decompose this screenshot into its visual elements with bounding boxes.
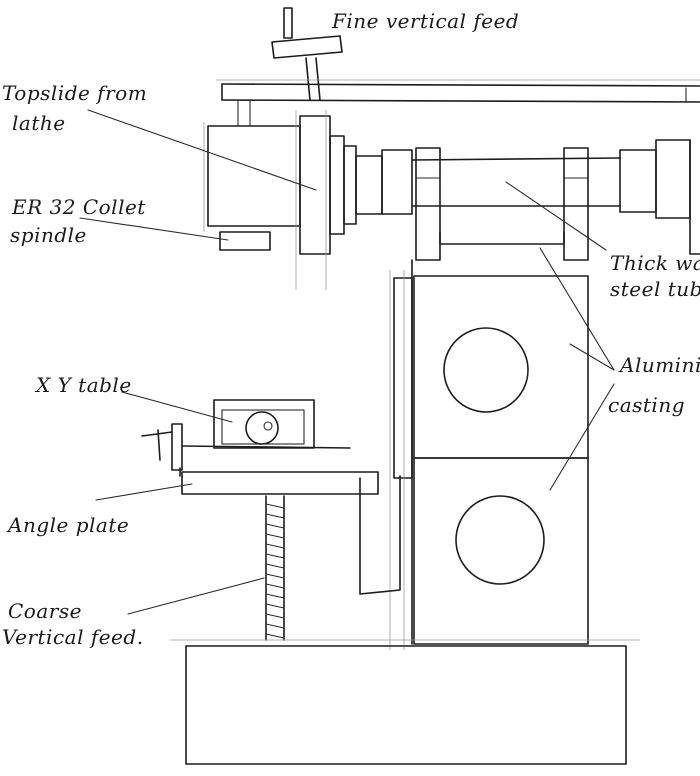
top-rail xyxy=(216,79,700,127)
angle-plate xyxy=(179,467,401,595)
label-aluminium-line2: casting xyxy=(608,393,685,417)
label-collet-line1: ER 32 Collet xyxy=(11,195,146,219)
label-angle-plate: Angle plate xyxy=(6,513,129,537)
xy-table xyxy=(141,399,351,471)
collet-spindle xyxy=(219,135,413,251)
label-xy-table: X Y table xyxy=(34,373,132,397)
aluminium-casting xyxy=(411,259,589,645)
thick-wall-steel-tube xyxy=(411,139,700,261)
label-thick-wall-line2: steel tub xyxy=(610,277,700,301)
label-topslide-line2: lathe xyxy=(12,111,66,135)
leader-lines xyxy=(79,109,615,615)
label-thick-wall-line1: Thick wa xyxy=(610,251,700,275)
label-topslide-line1: Topslide from xyxy=(2,81,147,105)
label-collet-line2: spindle xyxy=(10,223,87,247)
column-slide xyxy=(389,270,413,650)
machine-base xyxy=(170,639,640,765)
annotation-labels: Fine vertical feed Topslide from lathe E… xyxy=(2,9,700,649)
label-fine-vertical-feed: Fine vertical feed xyxy=(331,9,519,33)
label-coarse-line2: Vertical feed. xyxy=(2,625,144,649)
topslide-body xyxy=(203,110,331,290)
label-coarse-line1: Coarse xyxy=(8,599,82,623)
label-aluminium-line1: Aluminiu xyxy=(618,353,700,377)
fine-feed-handle xyxy=(271,7,343,101)
coarse-feed-screw xyxy=(265,495,285,641)
